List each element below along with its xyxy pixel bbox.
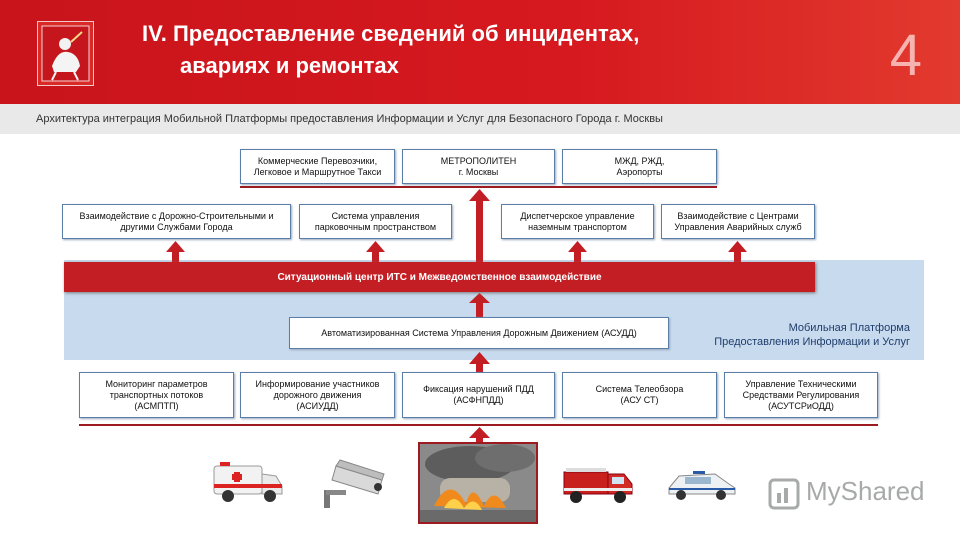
page-number: 4 [889, 23, 922, 88]
arrow-up-icon [469, 293, 490, 317]
bottom-row-line [79, 424, 878, 426]
arrow-up-icon [366, 241, 385, 262]
subtitle: Архитектура интеграция Мобильной Платфор… [36, 113, 663, 125]
top-box-railways: МЖД, РЖД,Аэропорты [562, 149, 717, 184]
situation-center-bar: Ситуационный центр ИТС и Межведомственно… [64, 262, 815, 292]
box-asudd: Автоматизированная Система Управления До… [289, 317, 669, 349]
arrow-up-icon [469, 427, 490, 444]
arrow-up-icon [469, 189, 490, 262]
burning-truck-photo [418, 442, 538, 524]
top-row-line [240, 186, 717, 188]
ambulance-icon [210, 458, 286, 506]
arrow-up-icon [728, 241, 747, 262]
page-title-line1: IV. Предоставление сведений об инцидента… [142, 21, 640, 46]
top-box-commercial-carriers: Коммерческие Перевозчики,Легковое и Марш… [240, 149, 395, 184]
cctv-camera-icon [320, 456, 392, 512]
arrow-up-icon [568, 241, 587, 262]
header-banner [0, 0, 960, 104]
arrow-up-icon [166, 241, 185, 262]
box-road-services: Взаимодействие с Дорожно-Строительными и… [62, 204, 291, 239]
box-asfnpdd: Фиксация нарушений ПДД(АСФНПДД) [402, 372, 555, 418]
page-title-line2: авариях и ремонтах [180, 53, 399, 78]
platform-label: Мобильная Платформа Предоставления Инфор… [714, 322, 910, 348]
myshared-watermark: MyShared [806, 476, 925, 506]
moscow-coat-of-arms-icon [37, 21, 94, 86]
box-asu-st: Система Телеобзора(АСУ СТ) [562, 372, 717, 418]
subtitle-bar [0, 104, 960, 134]
fire-truck-icon [558, 460, 638, 506]
police-car-icon [663, 466, 739, 504]
myshared-logo-icon [767, 477, 801, 511]
arrow-up-icon [469, 352, 490, 372]
